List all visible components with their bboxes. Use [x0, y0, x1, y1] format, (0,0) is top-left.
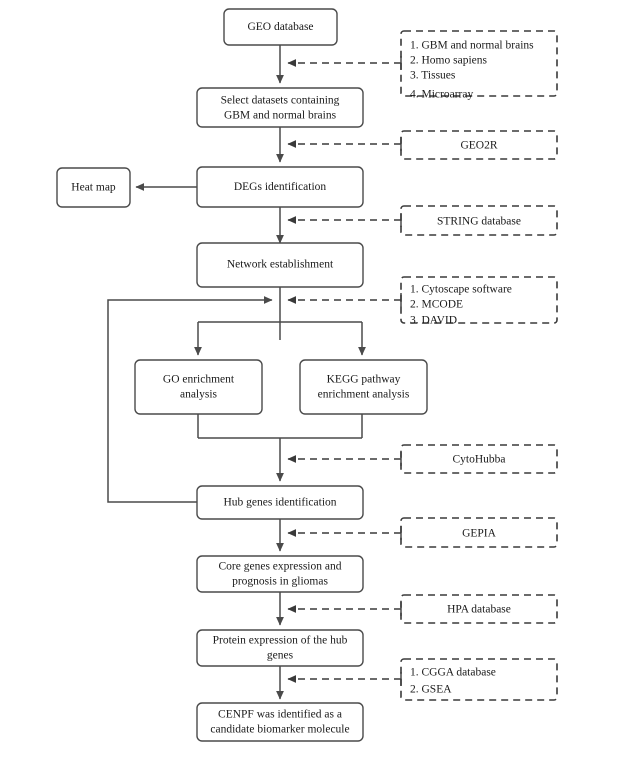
annotation-line: 3. Tissues	[410, 70, 456, 82]
process-node-geo[interactable]: GEO database	[223, 8, 338, 46]
node-label-line2: candidate biomarker molecule	[210, 724, 349, 736]
annotation-line: 1. GBM and normal brains	[410, 40, 534, 52]
node-label-line2: analysis	[180, 389, 218, 401]
process-node-cenpf[interactable]: CENPF was identified as a candidate biom…	[196, 702, 364, 742]
annotation-node-cytohubba[interactable]: CytoHubba	[400, 444, 558, 474]
node-label: Network establishment	[227, 259, 334, 271]
node-label-line1: GO enrichment	[163, 374, 235, 386]
node-label-line2: genes	[267, 650, 294, 662]
annotation-line: CytoHubba	[452, 454, 505, 466]
annotation-line: STRING database	[437, 216, 521, 228]
edge-hub-feedback-loop	[107, 296, 273, 503]
node-label-line2: GBM and normal brains	[224, 110, 337, 122]
node-label-line1: KEGG pathway	[327, 374, 401, 386]
node-label-line1: Core genes expression and	[219, 561, 342, 573]
process-node-go[interactable]: GO enrichment analysis	[134, 359, 263, 415]
annotation-line: 3. DAVID	[410, 315, 457, 327]
annotation-node-criteria[interactable]: 1. GBM and normal brains 2. Homo sapiens…	[400, 30, 558, 101]
node-label-line2: enrichment analysis	[318, 389, 410, 401]
node-label-line2: prognosis in gliomas	[232, 576, 328, 588]
annotation-line: 1. Cytoscape software	[410, 284, 512, 296]
process-node-protein[interactable]: Protein expression of the hub genes	[196, 629, 364, 667]
annotation-line: GEO2R	[460, 140, 497, 152]
process-node-kegg[interactable]: KEGG pathway enrichment analysis	[299, 359, 428, 415]
annotation-node-geo2r[interactable]: GEO2R	[400, 130, 558, 160]
node-label-line1: Select datasets containing	[221, 95, 340, 107]
annotation-line: 1. CGGA database	[410, 667, 496, 679]
process-node-core[interactable]: Core genes expression and prognosis in g…	[196, 555, 364, 593]
annotation-node-string[interactable]: STRING database	[400, 205, 558, 236]
node-label-line1: CENPF was identified as a	[218, 709, 342, 721]
annotation-node-cgga[interactable]: 1. CGGA database 2. GSEA	[400, 658, 558, 701]
process-node-hub[interactable]: Hub genes identification	[196, 485, 364, 520]
annotation-line: 4. Microarray	[410, 89, 473, 101]
process-node-network[interactable]: Network establishment	[196, 242, 364, 288]
connector-group	[107, 45, 366, 700]
node-label: DEGs identification	[234, 181, 327, 193]
annotation-node-tools[interactable]: 1. Cytoscape software 2. MCODE 3. DAVID	[400, 276, 558, 327]
node-label: Hub genes identification	[223, 497, 336, 509]
annotation-line: GEPIA	[462, 528, 497, 540]
annotation-line: 2. MCODE	[410, 299, 463, 311]
annotation-line: 2. Homo sapiens	[410, 55, 488, 67]
annotation-line: HPA database	[447, 604, 511, 616]
node-label: GEO database	[247, 21, 313, 33]
node-label-line1: Protein expression of the hub	[213, 635, 348, 647]
process-node-degs[interactable]: DEGs identification	[196, 166, 364, 208]
annotation-node-hpa[interactable]: HPA database	[400, 594, 558, 624]
annotation-line: 2. GSEA	[410, 684, 452, 696]
process-node-select[interactable]: Select datasets containing GBM and norma…	[196, 87, 364, 128]
annotation-node-gepia[interactable]: GEPIA	[400, 517, 558, 548]
process-node-heatmap[interactable]: Heat map	[56, 167, 131, 208]
node-label: Heat map	[71, 182, 116, 194]
